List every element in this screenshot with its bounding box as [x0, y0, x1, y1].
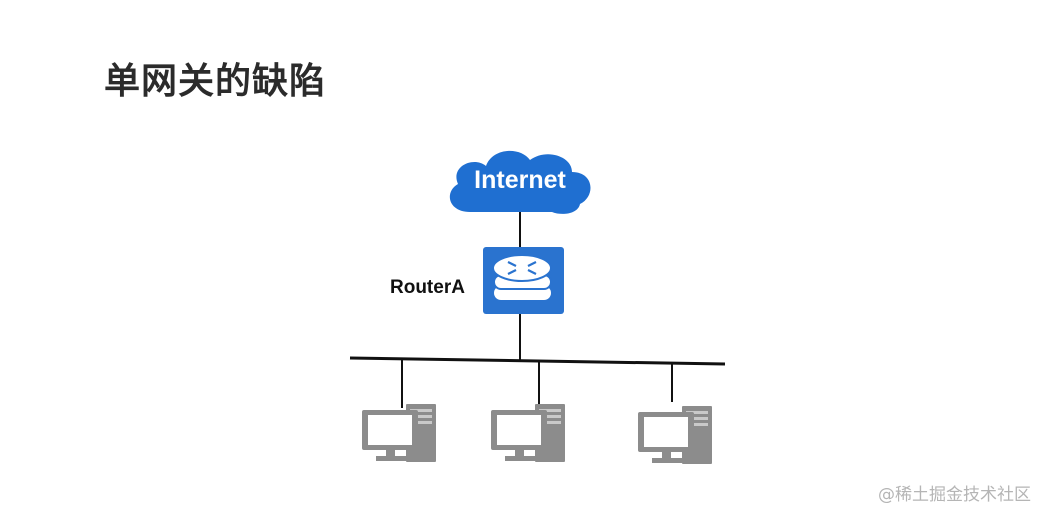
pc-icon [362, 404, 436, 462]
router-label: RouterA [390, 277, 465, 298]
pc-icon [638, 406, 712, 464]
watermark: @稀土掘金技术社区 [878, 485, 1031, 505]
pc-icon [491, 404, 565, 462]
cloud-icon [449, 150, 591, 214]
page-title: 单网关的缺陷 [104, 61, 327, 102]
lan-bus [349, 356, 726, 366]
cloud-label: Internet [474, 166, 566, 194]
router-icon [483, 247, 564, 314]
